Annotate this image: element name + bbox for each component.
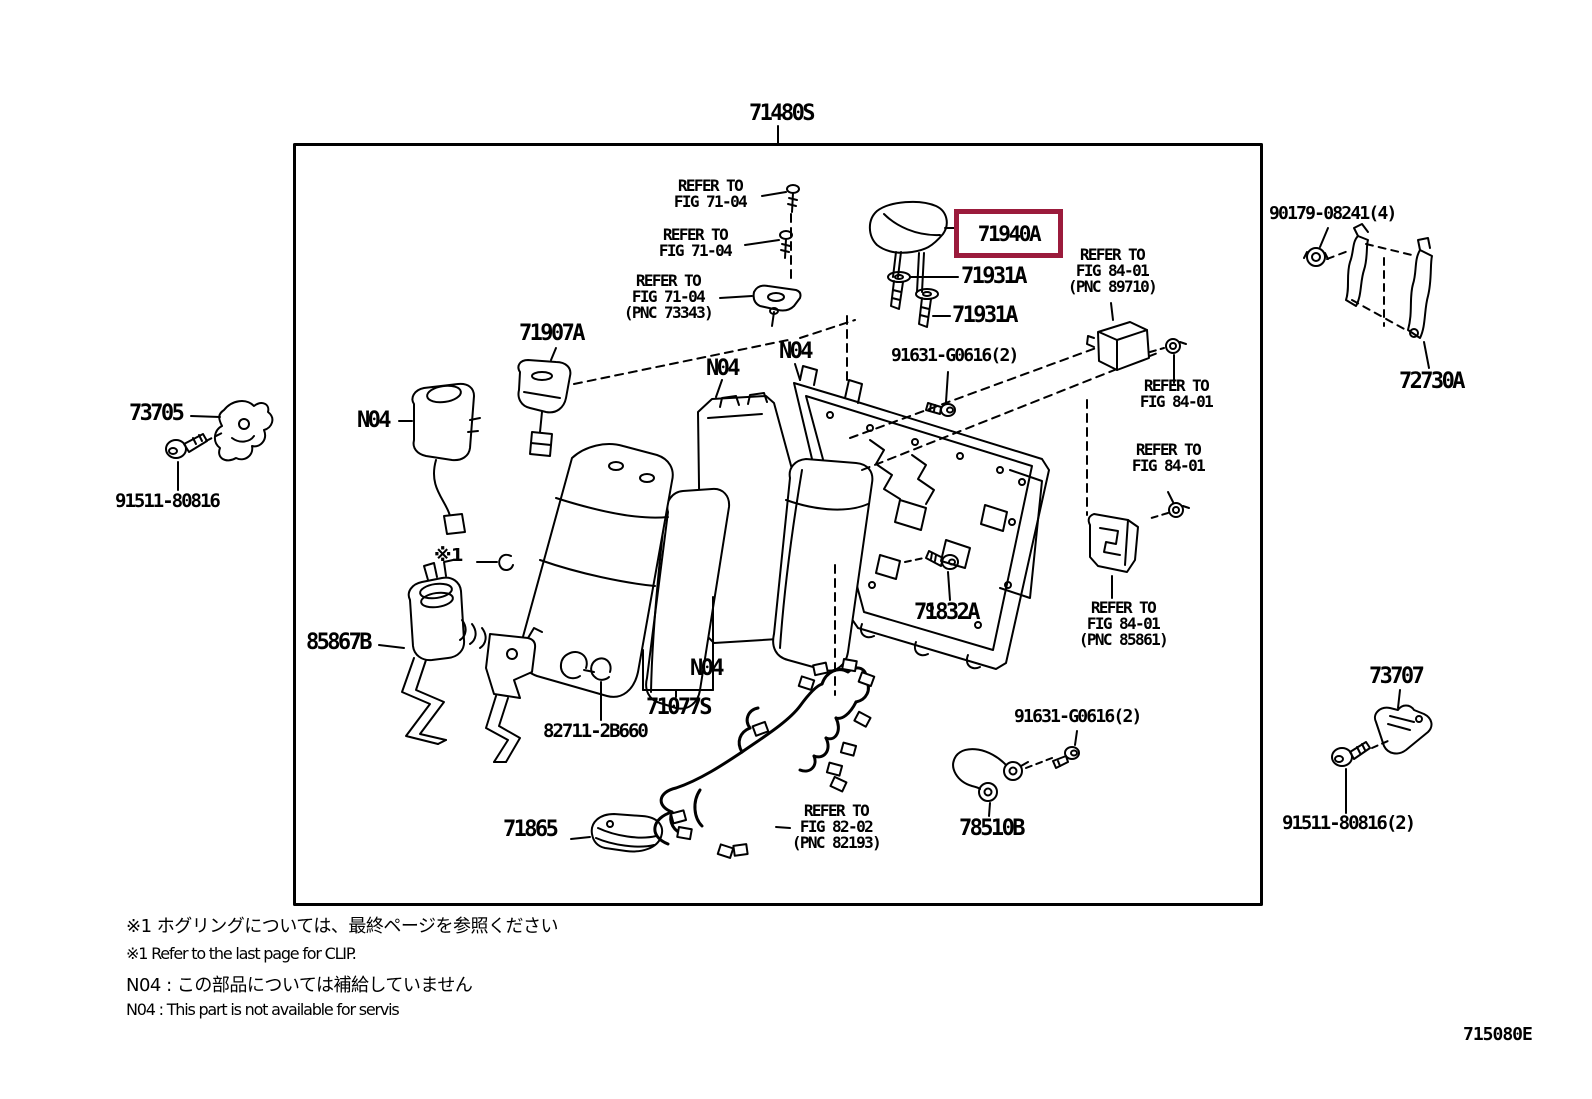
- callout-71832a[interactable]: 71832A: [914, 600, 980, 625]
- headrest-support-drawing-2: [915, 288, 939, 328]
- bolt-71832a-drawing: [925, 550, 959, 570]
- leader-n04-2: [715, 379, 723, 398]
- callout-n04-3: N04: [779, 339, 814, 364]
- bolt-91511-2-drawing: [1331, 741, 1371, 767]
- headrest-support-drawing-1: [887, 271, 911, 310]
- bracket-71077s-lines: [642, 596, 714, 698]
- dash-grommet2: [1147, 512, 1169, 520]
- leader-72730a: [1423, 341, 1430, 369]
- callout-71480s[interactable]: 71480S: [749, 101, 815, 126]
- leader-refer2: [744, 239, 780, 246]
- leader-90179: [1319, 227, 1329, 248]
- refer-fig-84-01-b: REFER TO FIG 84-01: [1139, 376, 1214, 411]
- refer-fig-71-04-1: REFER TO FIG 71-04: [673, 176, 748, 211]
- grommet-drawing-1: [1165, 338, 1187, 354]
- bolt-91631-lower-drawing: [1052, 746, 1080, 769]
- refer-fig-84-01-pnc85861: REFER TO FIG 84-01 (PNC 85861): [1078, 598, 1169, 649]
- callout-91631-g0616-1[interactable]: 91631-G0616(2): [891, 345, 1019, 366]
- callout-n04-1: N04: [357, 408, 392, 433]
- bracket-pnc73343-drawing: [752, 284, 802, 327]
- bolt-91631-upper-drawing: [925, 402, 956, 417]
- leader-73707: [1397, 689, 1401, 709]
- cable-78510b-drawing: [952, 748, 1029, 802]
- callout-73707[interactable]: 73707: [1369, 664, 1425, 689]
- leader-pnc89710: [1110, 302, 1114, 321]
- n04-cylinder-drawing: [411, 382, 481, 535]
- grommet-drawing-2: [1168, 502, 1190, 518]
- leader-91631-upper: [945, 371, 949, 403]
- construction-dash-buckle: [573, 339, 789, 385]
- leader-73705: [190, 415, 221, 418]
- figure-code: 715080E: [1463, 1024, 1533, 1045]
- callout-78510b[interactable]: 78510B: [959, 816, 1025, 841]
- callout-85867b[interactable]: 85867B: [306, 630, 372, 655]
- clip-82711-drawing: [560, 650, 612, 681]
- clip-ref-drawing: [476, 553, 514, 571]
- dash-73707: [1371, 740, 1389, 749]
- footnote-en-clip: ※1 Refer to the last page for CLIP.: [126, 944, 357, 963]
- ecu-pnc89710-drawing: [1086, 321, 1150, 371]
- callout-82711-2b660[interactable]: 82711-2B660: [543, 720, 649, 742]
- leader-91631-lower: [1074, 730, 1078, 746]
- screw-drawing-top2: [779, 230, 793, 259]
- callout-90179-08241[interactable]: 90179-08241(4): [1269, 203, 1397, 224]
- seat-frame-drawing: [793, 365, 1050, 670]
- bracket-72730a-drawing: [1345, 223, 1433, 339]
- footnote-jp-clip: ※1 ホグリングについては、最終ページを参照ください: [126, 916, 559, 937]
- dash-73705: [205, 432, 223, 442]
- assembly-85867b-drawing: [401, 559, 543, 763]
- seat-pad-right-drawing: [772, 458, 874, 672]
- leader-n04-3: [794, 363, 801, 381]
- harness-connectors: [669, 658, 876, 859]
- leader-71907a: [550, 347, 557, 361]
- leader-85867b: [378, 644, 405, 649]
- footnote-en-n04: N04 : This part is not available for ser…: [126, 1000, 400, 1019]
- callout-71931a-2[interactable]: 71931A: [952, 303, 1018, 328]
- buckle-71907a-drawing: [517, 359, 572, 457]
- dash-71832a: [904, 557, 925, 563]
- callout-71931a-1[interactable]: 71931A: [961, 264, 1027, 289]
- nut-90179-drawing: [1303, 247, 1329, 267]
- leader-71865: [570, 836, 591, 840]
- callout-91631-g0616-2[interactable]: 91631-G0616(2): [1014, 706, 1142, 727]
- bolt-91511-drawing: [165, 433, 208, 459]
- seat-pad-left-drawing: [518, 443, 674, 698]
- construction-dashes-72730a: [1326, 243, 1417, 331]
- leader-78510b: [988, 802, 991, 817]
- refer-fig-84-01-pnc89710: REFER TO FIG 84-01 (PNC 89710): [1067, 245, 1158, 296]
- callout-71077s[interactable]: 71077S: [646, 695, 712, 720]
- callout-73705[interactable]: 73705: [129, 401, 185, 426]
- callout-71940a-highlighted[interactable]: 71940A: [954, 209, 1063, 258]
- callout-91511-80816-2[interactable]: 91511-80816(2): [1282, 812, 1416, 834]
- callout-71940a-text: 71940A: [977, 221, 1042, 246]
- bracket-73705-drawing: [214, 400, 274, 462]
- leader-8202: [775, 826, 791, 829]
- cover-71865-drawing: [590, 813, 663, 853]
- leader-71832a: [947, 571, 951, 601]
- callout-91511-80816[interactable]: 91511-80816: [115, 490, 221, 512]
- dash-grommet1: [1149, 347, 1165, 353]
- refer-fig-84-01-c: REFER TO FIG 84-01: [1131, 440, 1206, 475]
- callout-n04-2: N04: [706, 356, 741, 381]
- clip-73707-drawing: [1374, 704, 1433, 755]
- refer-fig-71-04-pnc73343: REFER TO FIG 71-04 (PNC 73343): [623, 271, 714, 322]
- construction-dashes-top: [790, 213, 856, 381]
- footnote-jp-n04: N04 : この部品については補給していません: [126, 975, 473, 996]
- screw-drawing-top1: [786, 184, 800, 213]
- leader-8401-c: [1167, 491, 1174, 503]
- callout-72730a[interactable]: 72730A: [1399, 369, 1465, 394]
- callout-71865[interactable]: 71865: [503, 817, 559, 842]
- callout-71907a[interactable]: 71907A: [519, 321, 585, 346]
- refer-fig-71-04-2: REFER TO FIG 71-04: [658, 225, 733, 260]
- callout-n04-4: N04: [690, 656, 725, 681]
- clip-ref-mark: ※1: [434, 545, 464, 566]
- leader-refer3: [719, 295, 753, 299]
- bracket-pnc85861-drawing: [1087, 513, 1139, 573]
- construction-dashes-right: [849, 347, 1161, 516]
- refer-fig-82-02-pnc82193: REFER TO FIG 82-02 (PNC 82193): [791, 801, 882, 852]
- dash-78510b: [1025, 757, 1053, 769]
- leader-refer1: [761, 191, 787, 197]
